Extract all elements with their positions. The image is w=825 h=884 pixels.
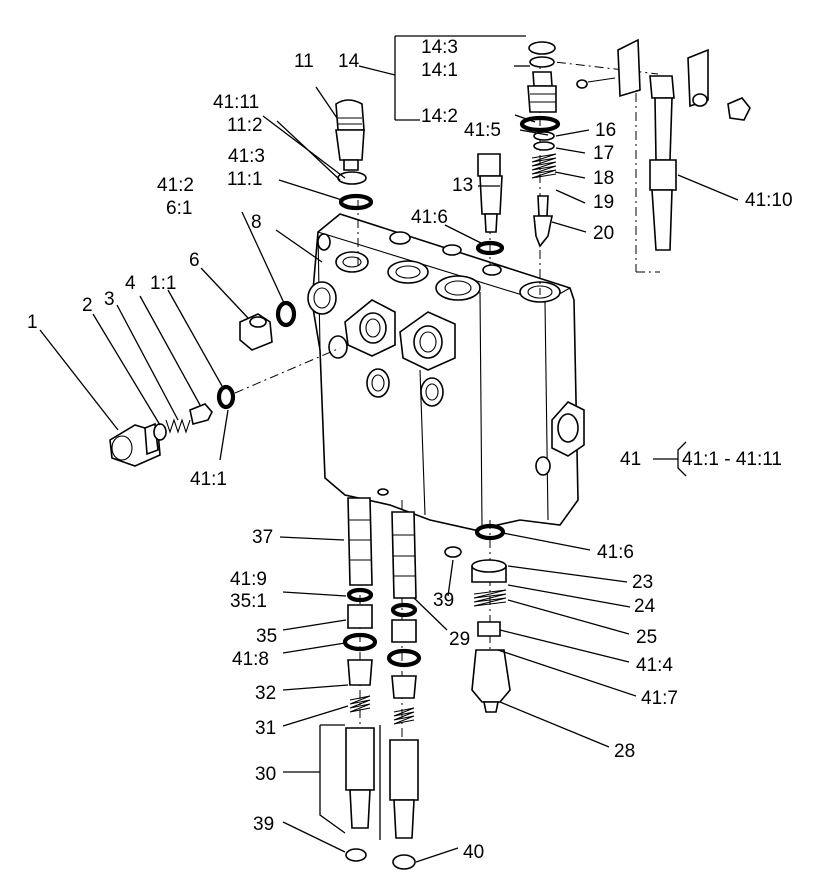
callout-16: 16	[595, 120, 616, 141]
callout-6-1: 6:1	[166, 198, 192, 219]
callout-41-1: 41:1	[190, 469, 227, 490]
callout-13: 13	[452, 175, 473, 196]
callout-41-6-bottom: 41:6	[597, 542, 634, 563]
callout-35: 35	[256, 626, 277, 647]
callout-11-1: 11:1	[227, 169, 263, 190]
bracket-14	[394, 35, 526, 121]
callout-14-2: 14:2	[421, 106, 458, 127]
callout-29: 29	[449, 629, 470, 650]
callout-41-4: 41:4	[636, 655, 673, 676]
callout-6: 6	[189, 250, 200, 271]
bottom-spools	[342, 497, 422, 870]
callout-41-8: 41:8	[232, 649, 269, 670]
callout-2: 2	[82, 295, 93, 316]
callout-28: 28	[614, 741, 635, 762]
callout-41-11: 41:11	[213, 92, 259, 113]
callout-30: 30	[255, 764, 276, 785]
callout-41-9: 41:9	[230, 569, 267, 590]
callout-19: 19	[593, 192, 614, 213]
callout-8: 8	[251, 212, 262, 233]
callout-41-3: 41:3	[228, 146, 265, 167]
callout-1: 1	[27, 312, 38, 333]
callout-24: 24	[634, 596, 656, 617]
callout-18: 18	[593, 168, 614, 189]
callout-3: 3	[104, 289, 115, 310]
callout-40: 40	[463, 842, 484, 863]
callout-14: 14	[338, 51, 360, 72]
valve-body	[307, 213, 585, 531]
callout-11: 11	[294, 51, 314, 72]
callout-23: 23	[632, 572, 653, 593]
callout-41-7: 41:7	[641, 688, 678, 709]
callout-1-1: 1:1	[150, 273, 176, 294]
callout-20: 20	[593, 223, 614, 244]
right-bottom-cartridge	[444, 523, 511, 713]
callout-31: 31	[255, 718, 276, 739]
top-cartridges	[335, 38, 751, 256]
callout-41-6-top: 41:6	[411, 207, 448, 228]
callout-32: 32	[255, 683, 276, 704]
callout-labels: 1 2 3 4 1:1 6 41:2 6:1 8 41:11 11:2 11 4…	[27, 37, 793, 863]
callout-41-2: 41:2	[157, 175, 194, 196]
callout-35-1: 35:1	[230, 591, 267, 612]
callout-11-2: 11:2	[227, 115, 263, 136]
callout-25: 25	[636, 627, 657, 648]
callout-4: 4	[125, 273, 136, 294]
callout-17: 17	[593, 143, 614, 164]
callout-41-5: 41:5	[464, 120, 501, 141]
callout-14-3: 14:3	[421, 37, 458, 58]
callout-39-mid: 39	[433, 590, 454, 611]
callout-39-bottom: 39	[253, 814, 274, 835]
callout-14-1: 14:1	[421, 60, 458, 81]
callout-41-10: 41:10	[745, 190, 793, 211]
callout-37: 37	[252, 527, 273, 548]
callout-41: 41	[620, 449, 641, 470]
callout-41-range: 41:1 - 41:11	[682, 449, 782, 470]
leader-lines	[39, 65, 739, 863]
relief-valve-group	[109, 300, 297, 467]
